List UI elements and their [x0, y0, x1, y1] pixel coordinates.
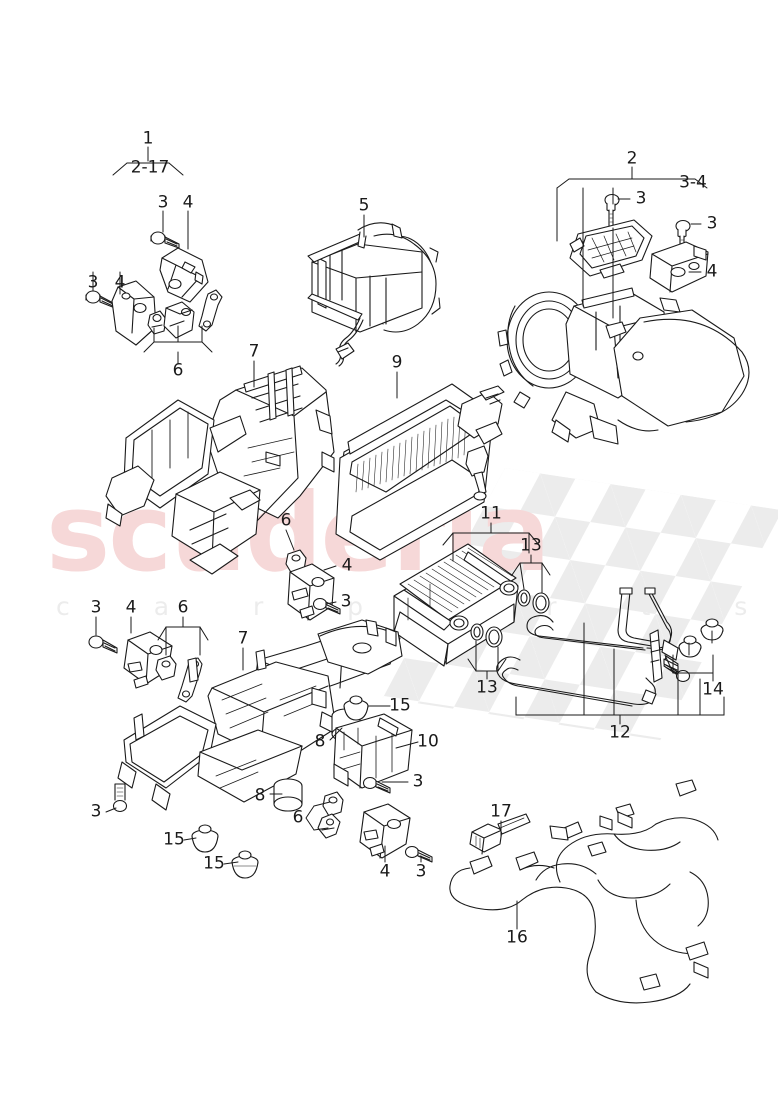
linkage-rod-6c: [198, 289, 223, 332]
callout-14: 14: [702, 679, 724, 700]
callout-10: 10: [417, 731, 439, 752]
callout-13-a: 13: [520, 535, 542, 556]
flap-plate-assembly2: [569, 219, 653, 279]
callout-16: 16: [506, 927, 528, 948]
callout-4-c: 4: [706, 261, 718, 282]
callout-3-g: 3: [412, 771, 424, 792]
bolt-icon-assembly2-a: [604, 193, 620, 229]
callout-12: 12: [609, 722, 631, 743]
callout-3-i: 3: [415, 861, 427, 882]
callout-8-b: 8: [254, 785, 266, 806]
linkage-lever-6b: [163, 301, 195, 339]
wiring-harness-loom: [449, 779, 719, 1004]
air-distribution-housing-upper: [105, 365, 335, 575]
bolt-icon-left: [85, 290, 116, 309]
bushing-15c: [231, 850, 259, 879]
callout-5: 5: [358, 195, 370, 216]
actuator-upper-left: [159, 247, 209, 303]
callout-15-a: 15: [389, 695, 411, 716]
callout-6-b: 6: [280, 510, 292, 531]
callout-4-a: 4: [182, 192, 194, 213]
bolt-icon-lower-left: [88, 635, 118, 654]
linkage-pin-lower-mid: [322, 791, 344, 817]
callout-3-h: 3: [90, 801, 102, 822]
callout-15-c: 15: [203, 853, 225, 874]
callout-3-a: 3: [157, 192, 169, 213]
callout-17: 17: [490, 801, 512, 822]
callout-4-f: 4: [379, 861, 391, 882]
actuator-lower-mid: [359, 803, 411, 859]
actuator-mid: [287, 563, 335, 621]
callout-3-f: 3: [90, 597, 102, 618]
evaporator-core: [335, 383, 505, 561]
callout-6-c: 6: [177, 597, 189, 618]
actuator-assembly2: [649, 241, 709, 293]
callout-3-e: 3: [340, 591, 352, 612]
callout-2-17: 2-17: [130, 157, 170, 178]
actuator-left: [111, 280, 157, 346]
heater-blower-housing: [497, 287, 750, 445]
bushing-15b: [191, 824, 219, 853]
callout-13-b: 13: [476, 677, 498, 698]
bolt-icon-lower-mid: [404, 845, 433, 863]
callout-15-b: 15: [163, 829, 185, 850]
linkage-pin-lower-left: [155, 655, 177, 681]
callout-8-a: 8: [314, 731, 326, 752]
callout-4-b: 4: [114, 272, 126, 293]
callout-4-e: 4: [125, 597, 137, 618]
callout-2: 2: [626, 148, 638, 169]
bolt-icon-module: [362, 776, 391, 794]
callout-6-d: 6: [292, 807, 304, 828]
callout-1: 1: [142, 128, 154, 149]
callout-3-b: 3: [87, 272, 99, 293]
bolt-icon-housing-lower: [112, 783, 128, 813]
callout-3-d: 3: [706, 213, 718, 234]
linkage-lever-lower-mid: [317, 813, 341, 839]
bushing-15a: [343, 695, 369, 721]
heater-matrix-core: [393, 543, 519, 667]
callout-7-b: 7: [237, 628, 249, 649]
callout-3-c: 3: [635, 188, 647, 209]
blower-motor-assembly: [307, 222, 441, 367]
callout-9: 9: [391, 352, 403, 373]
callout-7-a: 7: [248, 341, 260, 362]
bolt-icon-mid: [312, 597, 341, 615]
callout-4-d: 4: [341, 555, 353, 576]
callout-6-a: 6: [172, 360, 184, 381]
damper-mount-8b: [273, 778, 303, 812]
control-module-box: [333, 713, 413, 789]
callout-3-4: 3-4: [679, 172, 707, 193]
bolt-icon-upper-left: [150, 231, 180, 249]
callout-11: 11: [480, 503, 502, 524]
